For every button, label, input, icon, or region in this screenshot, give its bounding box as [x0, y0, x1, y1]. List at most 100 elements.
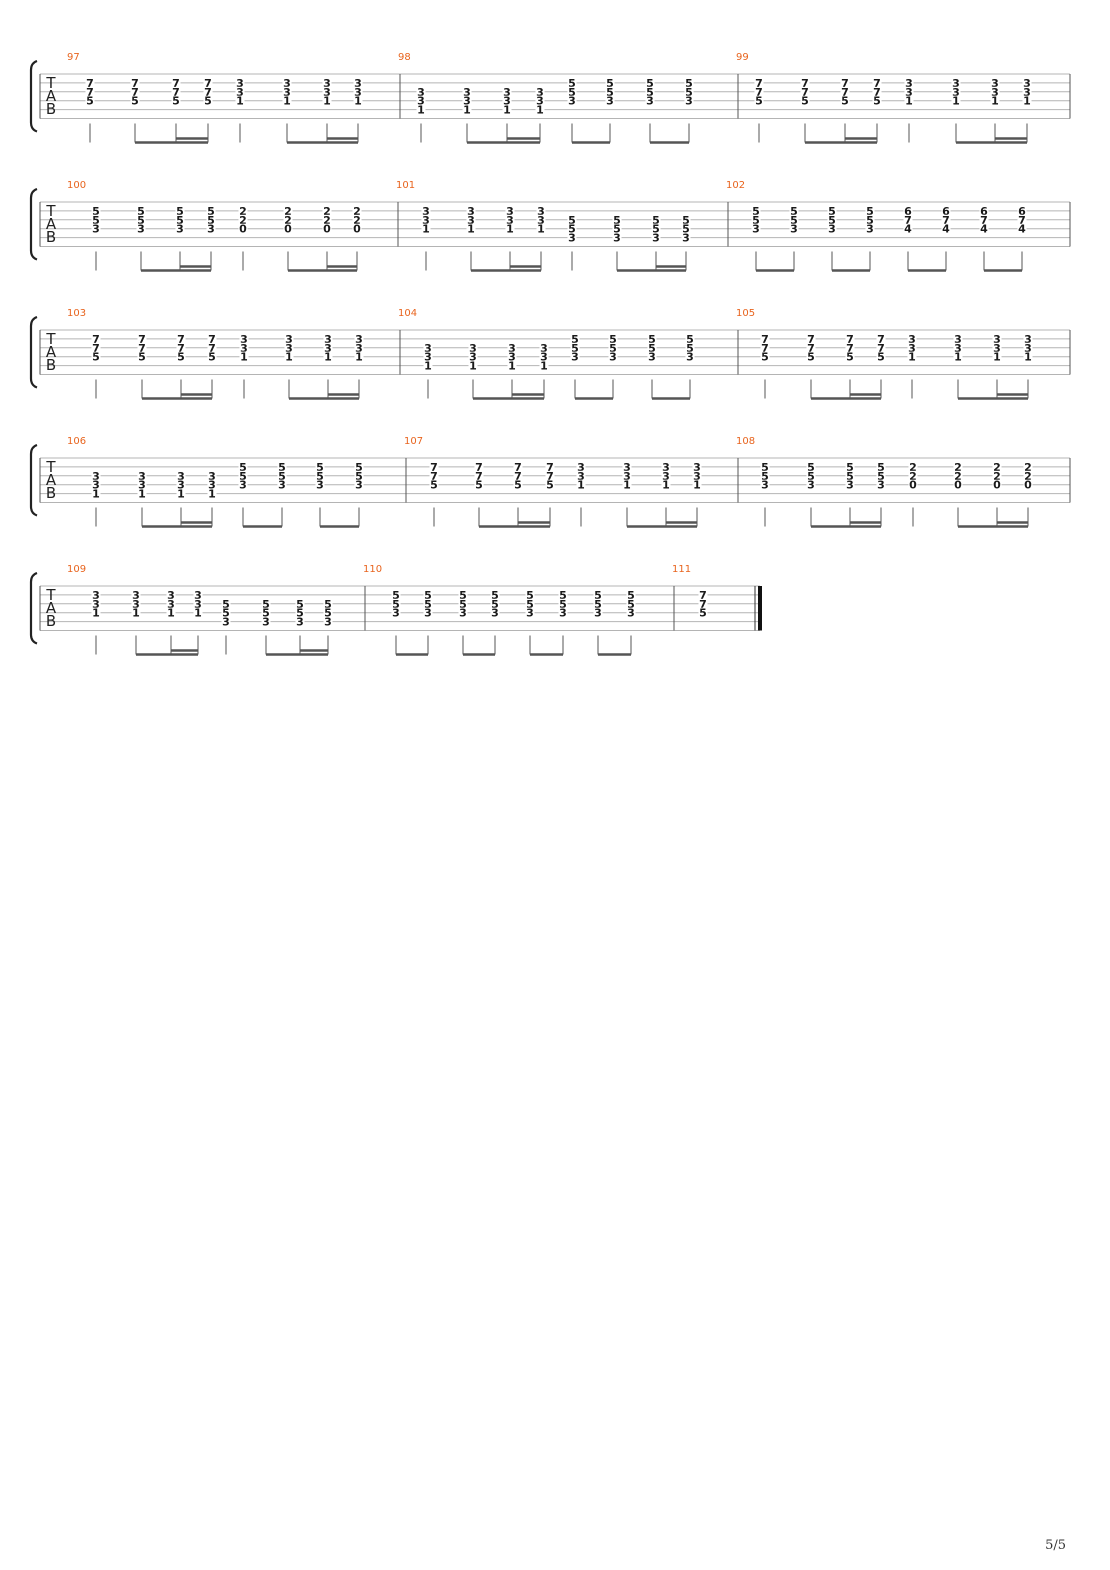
fret-number: 7: [430, 461, 438, 474]
fret-number: 5: [761, 461, 769, 474]
chord: 331: [907, 333, 917, 399]
chord: 331: [468, 342, 478, 399]
fret-backing: [91, 342, 101, 353]
fret-backing: [91, 607, 101, 618]
chord: 331: [282, 77, 292, 143]
fret-backing: [806, 479, 816, 490]
chord: 331: [137, 470, 147, 527]
fret-backing: [176, 342, 186, 353]
fret-backing: [1023, 470, 1033, 481]
fret-number: 3: [506, 205, 514, 218]
chord: 331: [904, 77, 914, 143]
chord: 775: [800, 77, 810, 143]
fret-number: 3: [323, 86, 331, 99]
fret-number: 3: [693, 470, 701, 483]
fret-backing: [295, 616, 305, 627]
fret-backing: [536, 223, 546, 234]
fret-number: 2: [284, 205, 292, 218]
fret-backing: [323, 607, 333, 618]
fret-number: 5: [877, 470, 885, 483]
fret-backing: [175, 205, 185, 216]
fret-number: 1: [177, 488, 185, 501]
fret-number: 7: [755, 77, 763, 90]
fret-backing: [760, 479, 770, 490]
fret-backing: [567, 86, 577, 97]
chord: 553: [136, 205, 146, 271]
fret-backing: [558, 607, 568, 618]
fret-number: 5: [686, 342, 694, 355]
chord: 553: [558, 589, 568, 655]
fret-backing: [760, 461, 770, 472]
fret-number: 1: [463, 104, 471, 117]
fret-backing: [207, 488, 217, 499]
fret-number: 3: [208, 470, 216, 483]
fret-backing: [238, 214, 248, 225]
fret-number: 3: [537, 205, 545, 218]
chord: 775: [91, 333, 101, 399]
fret-number: 2: [993, 461, 1001, 474]
fret-backing: [1023, 342, 1033, 353]
chord: 553: [423, 589, 433, 655]
fret-backing: [423, 598, 433, 609]
fret-backing: [539, 351, 549, 362]
fret-backing: [91, 205, 101, 216]
chord: 331: [953, 333, 963, 399]
fret-number: 7: [841, 86, 849, 99]
chord: 331: [576, 461, 586, 527]
fret-backing: [876, 351, 886, 362]
fret-backing: [754, 95, 764, 106]
fret-backing: [85, 95, 95, 106]
fret-number: 1: [208, 488, 216, 501]
fret-backing: [282, 77, 292, 88]
fret-backing: [502, 104, 512, 115]
fret-backing: [137, 470, 147, 481]
fret-number: 1: [467, 223, 475, 236]
fret-backing: [284, 333, 294, 344]
fret-number: 2: [284, 214, 292, 227]
fret-number: 5: [355, 470, 363, 483]
tab-clef-letter: T: [45, 202, 56, 220]
fret-backing: [692, 461, 702, 472]
fret-backing: [684, 77, 694, 88]
chord: 775: [806, 333, 816, 399]
fret-backing: [474, 461, 484, 472]
fret-backing: [941, 214, 951, 225]
fret-number: 7: [86, 86, 94, 99]
fret-number: 1: [324, 351, 332, 364]
fret-backing: [315, 470, 325, 481]
chord: 553: [593, 589, 603, 655]
fret-number: 1: [1023, 95, 1031, 108]
fret-number: 5: [790, 214, 798, 227]
fret-number: 3: [613, 232, 621, 245]
fret-number: 3: [908, 333, 916, 346]
chord: 331: [91, 470, 101, 527]
fret-backing: [507, 360, 517, 371]
fret-backing: [193, 589, 203, 600]
fret-number: 5: [559, 589, 567, 602]
fret-backing: [466, 223, 476, 234]
fret-number: 3: [316, 479, 324, 492]
fret-number: 3: [846, 479, 854, 492]
fret-number: 1: [194, 607, 202, 620]
fret-backing: [421, 223, 431, 234]
chord: 331: [207, 470, 217, 527]
fret-backing: [490, 589, 500, 600]
measure-number: 105: [736, 308, 755, 319]
fret-backing: [91, 479, 101, 490]
fret-backing: [490, 607, 500, 618]
tab-system: TAB1093313313313315535535535531105535535…: [29, 564, 762, 656]
fret-backing: [166, 598, 176, 609]
fret-backing: [865, 205, 875, 216]
fret-number: 5: [761, 470, 769, 483]
fret-number: 5: [296, 607, 304, 620]
fret-backing: [391, 589, 401, 600]
fret-backing: [661, 470, 671, 481]
fret-number: 7: [980, 214, 988, 227]
fret-backing: [238, 205, 248, 216]
fret-number: 5: [627, 598, 635, 611]
fret-backing: [323, 616, 333, 627]
fret-number: 5: [652, 214, 660, 227]
fret-backing: [391, 607, 401, 618]
fret-number: 5: [316, 470, 324, 483]
